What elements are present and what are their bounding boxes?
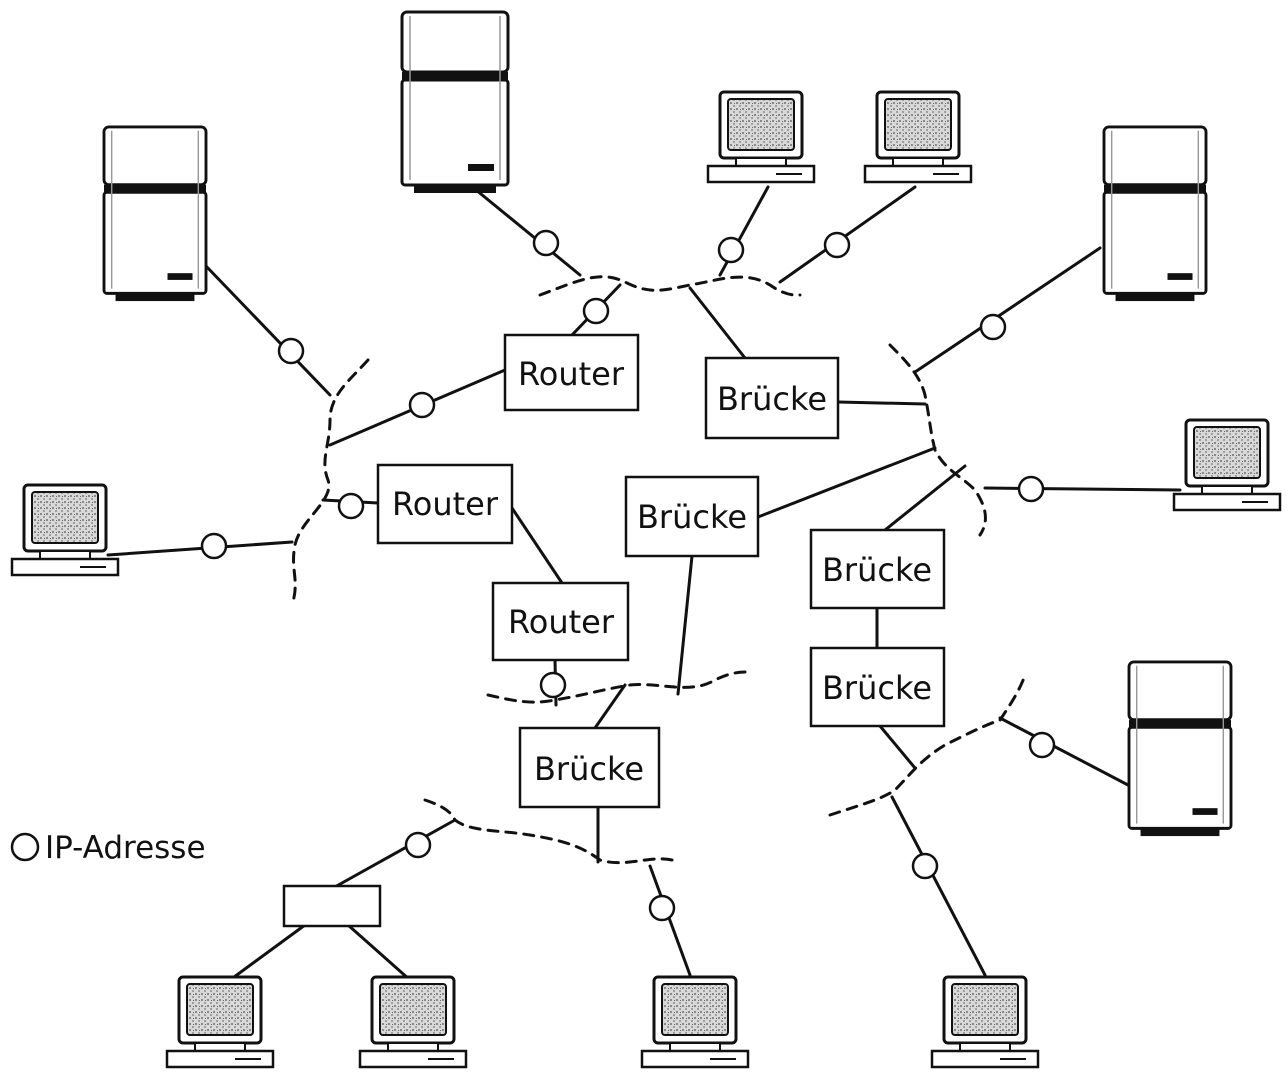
wire-hub-segment <box>331 818 457 890</box>
wire-bridge-top-up <box>688 286 747 360</box>
segment-middle <box>486 670 747 704</box>
bridge-label: Brücke <box>822 551 932 589</box>
wire-server-right-top <box>913 246 1102 374</box>
wire-bridge-top-right <box>836 400 927 406</box>
router-label: Router <box>508 603 615 641</box>
ip-address-circle-icon <box>582 297 610 325</box>
bridge-top: Brücke <box>704 356 840 440</box>
ip-address-circle-icon <box>1028 731 1056 759</box>
ip-address-circles <box>200 229 1056 922</box>
bridge-label: Brücke <box>637 498 747 536</box>
wire-hub-workstation-1 <box>228 923 307 982</box>
wire-server-top <box>468 183 582 277</box>
workstation-right <box>1172 418 1282 512</box>
ip-address-circle-icon <box>408 391 436 419</box>
bridge-label: Brücke <box>822 669 932 707</box>
wire-bridge-center-down <box>676 554 694 696</box>
ip-address-circle-icon <box>404 831 432 859</box>
wire-server-right-bottom <box>998 716 1130 787</box>
ip-address-circle-icon <box>539 671 567 699</box>
segment-bottom <box>423 798 674 865</box>
wire-router-left-middle <box>510 506 564 585</box>
server-left <box>102 125 208 303</box>
ip-address-circle-icon <box>277 337 305 365</box>
segment-lower-right <box>828 673 1027 817</box>
ip-address-circle-icon <box>979 313 1007 341</box>
router-top: Router <box>503 333 640 412</box>
ip-address-circle-icon <box>1017 475 1045 503</box>
bridge-label: Brücke <box>534 750 644 788</box>
router-left: Router <box>376 463 514 545</box>
segment-top <box>538 275 802 297</box>
server-right-top <box>1102 125 1208 303</box>
wire-workstation-bottom-4 <box>890 795 987 977</box>
bridge-center: Brücke <box>624 475 760 558</box>
legend: IP-Adresse <box>10 830 206 866</box>
hub-box <box>282 884 382 928</box>
ip-address-circle-icon <box>532 229 560 257</box>
ip-address-circle-icon <box>717 236 745 264</box>
workstation-bottom-4 <box>930 975 1040 1069</box>
workstation-bottom-1 <box>165 975 275 1069</box>
bridge-right-upper: Brücke <box>809 528 946 610</box>
router-label: Router <box>392 485 499 523</box>
ip-address-circle-icon <box>823 231 851 259</box>
ip-address-circle-icon <box>648 894 676 922</box>
segment-left <box>290 358 370 607</box>
wire-workstation-right <box>983 486 1182 492</box>
wire-workstation-bottom-3 <box>648 864 692 977</box>
wire-bridge-right-upper-up <box>883 464 967 532</box>
workstation-top-2 <box>863 90 973 184</box>
workstation-top-1 <box>706 90 816 184</box>
router-middle: Router <box>491 581 630 662</box>
server-top <box>400 10 510 195</box>
wire-server-left <box>203 263 332 397</box>
legend-label: IP-Adresse <box>45 830 206 866</box>
wire-bridge-right-lower-down <box>878 724 917 770</box>
server-right-bottom <box>1127 660 1233 838</box>
wire-workstation-top-2 <box>778 185 917 284</box>
ip-address-circle-icon <box>200 532 228 560</box>
workstation-bottom-3 <box>640 975 750 1069</box>
wire-bridge-center-right <box>756 446 937 519</box>
wire-workstation-left <box>106 540 294 557</box>
wire-segment-middle-bridge-bottom <box>593 683 627 730</box>
ip-address-circle-icon <box>337 492 365 520</box>
bridge-bottom: Brücke <box>518 726 661 809</box>
wire-hub-workstation-2 <box>346 923 412 982</box>
workstation-left <box>10 483 120 577</box>
workstation-bottom-2 <box>358 975 468 1069</box>
ip-address-circle-icon <box>10 832 40 862</box>
bridge-right-lower: Brücke <box>809 646 946 728</box>
ip-address-circle-icon <box>911 852 939 880</box>
router-label: Router <box>518 355 625 393</box>
bridge-label: Brücke <box>717 380 827 418</box>
segment-right <box>888 343 987 537</box>
